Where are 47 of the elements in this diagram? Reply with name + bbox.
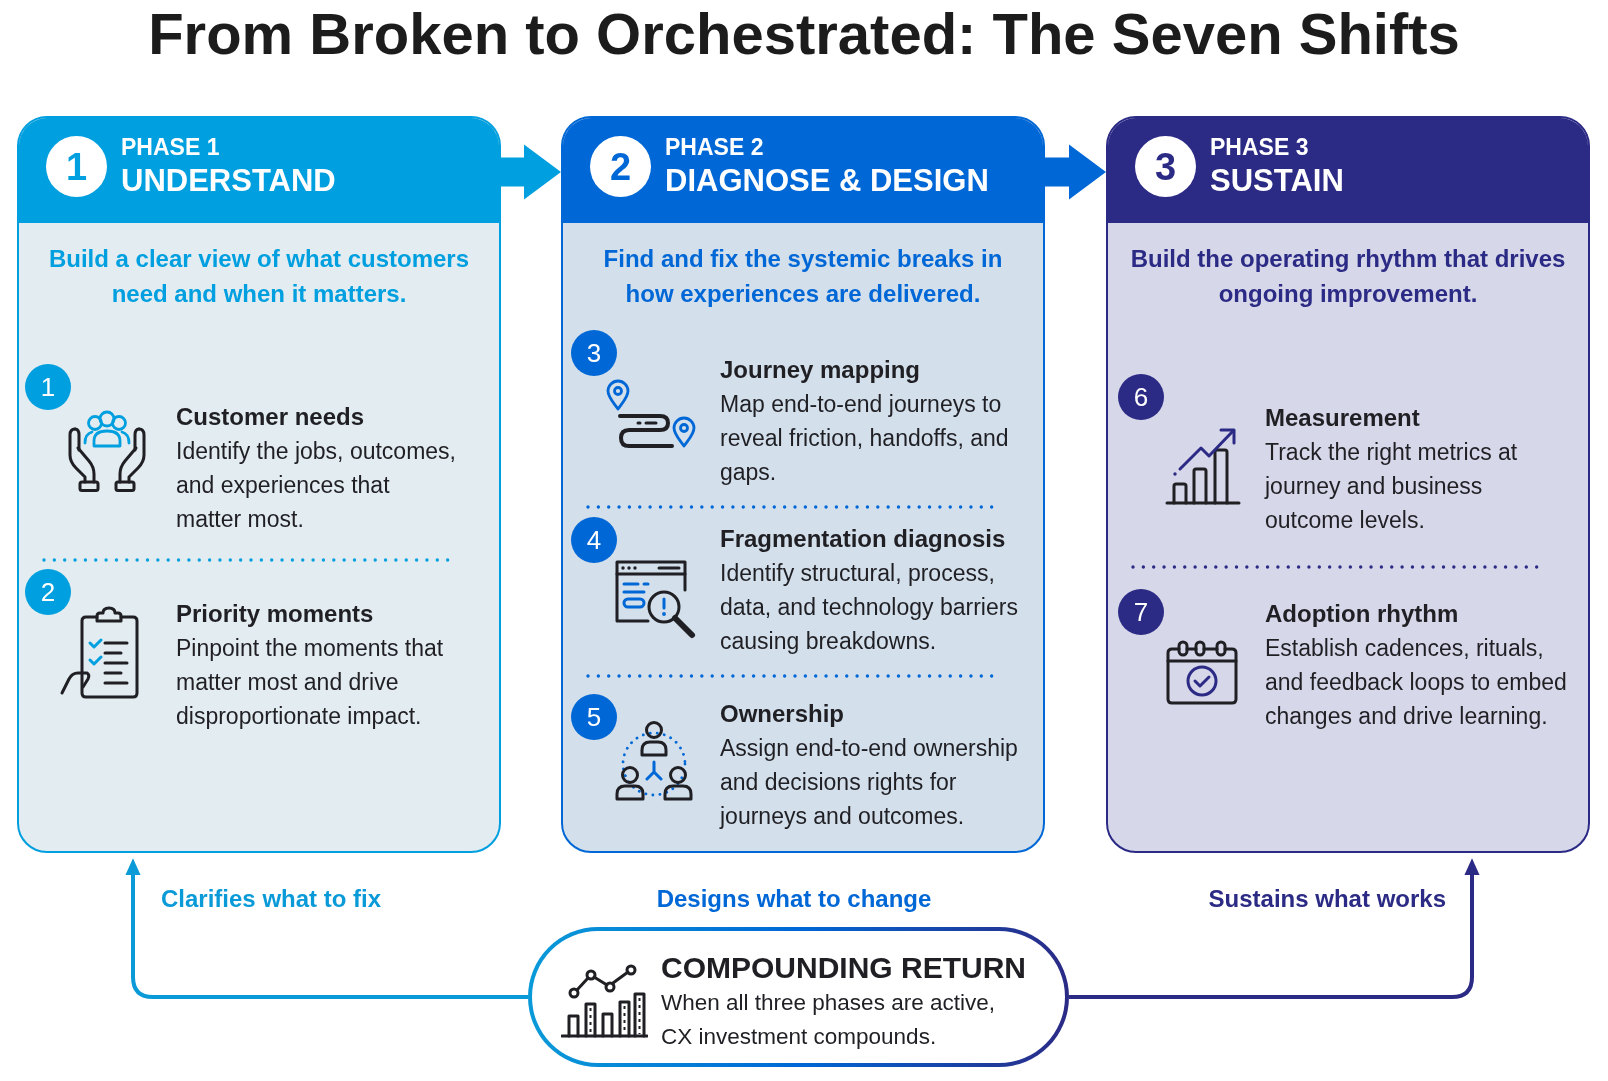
step-number: 2 <box>25 569 71 615</box>
phase-panel <box>561 116 1045 853</box>
title: From Broken to Orchestrated: The Seven Shifts <box>148 0 1460 68</box>
outcome-description: When all three phases are active, CX investment compounds. <box>661 989 996 1051</box>
step-number: 1 <box>25 364 71 410</box>
step-description: Pinpoint the moments that matter most and drive disproportionate impact. <box>176 634 445 731</box>
phase-number: 1 <box>46 136 107 197</box>
step-number: 7 <box>1118 589 1164 635</box>
step-title: Priority moments <box>176 599 374 629</box>
phase-summary: Find and fix the systemic breaks in how experiences are delivered. <box>602 244 1004 309</box>
flow-label: Designs what to change <box>656 884 932 914</box>
step-description: Identify structural, process, data, and technology barriers causing breakdowns. <box>720 559 1019 656</box>
phase-summary: Build a clear view of what customers need and when it matters. <box>47 244 471 309</box>
outcome-title: COMPOUNDING RETURN <box>661 950 1026 986</box>
step-description: Assign end-to-end ownership and decisions rights for journeys and outcomes. <box>720 734 1019 831</box>
phase-label: PHASE 3 <box>1210 133 1309 162</box>
step-title: Journey mapping <box>720 355 921 385</box>
phase-panel <box>17 116 501 853</box>
feedback-arrow <box>125 858 528 999</box>
block-arrow <box>501 144 561 200</box>
block-arrow <box>1045 144 1106 200</box>
feedback-arrow <box>1069 858 1480 999</box>
phase-number: 2 <box>590 136 651 197</box>
step-number: 3 <box>571 330 617 376</box>
phase-summary: Build the operating rhythm that drives ongoing improvement. <box>1129 244 1567 309</box>
phase-name: UNDERSTAND <box>121 162 336 200</box>
phase-header-band <box>1108 118 1588 223</box>
phase-label: PHASE 1 <box>121 133 220 162</box>
step-title: Fragmentation diagnosis <box>720 524 1006 554</box>
phase-number: 3 <box>1135 136 1196 197</box>
step-description: Identify the jobs, outcomes, and experiences that matter most. <box>176 437 457 534</box>
phase-header-band <box>563 118 1043 223</box>
step-number: 4 <box>571 517 617 563</box>
step-description: Track the right metrics at journey and business outcome levels. <box>1265 438 1519 535</box>
step-title: Measurement <box>1265 403 1420 433</box>
step-title: Ownership <box>720 699 845 729</box>
phase-panel <box>1106 116 1590 853</box>
phase-name: DIAGNOSE & DESIGN <box>665 162 989 200</box>
phase-label: PHASE 2 <box>665 133 764 162</box>
step-title: Adoption rhythm <box>1265 599 1459 629</box>
phase-name: SUSTAIN <box>1210 162 1344 200</box>
step-number: 6 <box>1118 374 1164 420</box>
step-description: Map end-to-end journeys to reveal friction, handoffs, and gaps. <box>720 390 1010 487</box>
phase-header-band <box>19 118 499 223</box>
step-number: 5 <box>571 694 617 740</box>
step-title: Customer needs <box>176 402 365 432</box>
step-description: Establish cadences, rituals, and feedback loops to embed changes and drive learning. <box>1265 634 1568 731</box>
